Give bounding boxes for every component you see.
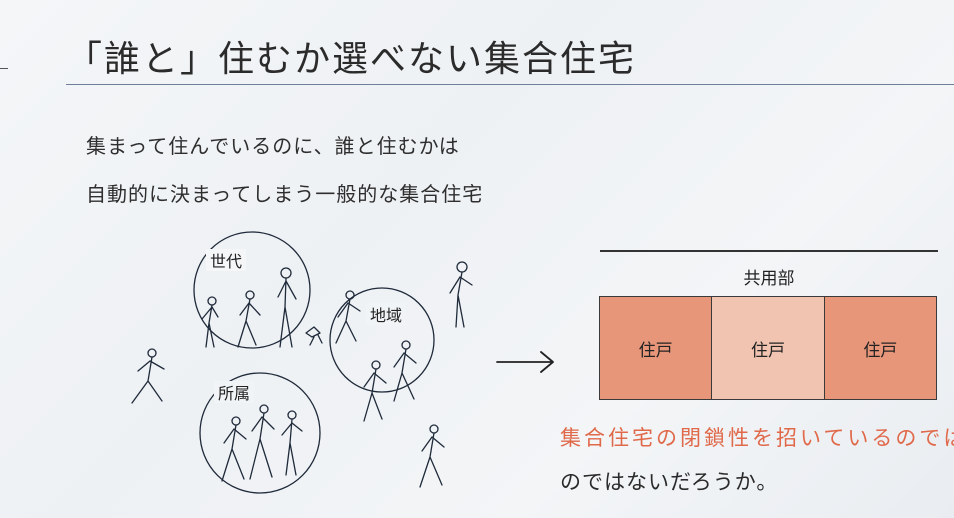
region-group-circle xyxy=(329,287,435,393)
common-area-label: 共用部 xyxy=(743,269,795,289)
generation-group-circle xyxy=(193,231,311,349)
group-label-affiliation: 所属 xyxy=(218,384,250,403)
person-figure xyxy=(393,340,417,402)
generation-label-bg xyxy=(206,249,246,271)
person-figure xyxy=(277,267,297,348)
people-groups-illustration: 世代 地域 所属 xyxy=(131,231,473,494)
dog-figure xyxy=(305,326,323,346)
group-label-region: 地域 xyxy=(370,306,402,325)
right-arrow-icon xyxy=(496,351,554,373)
region-label-bg xyxy=(366,303,406,325)
group-label-generation: 世代 xyxy=(210,252,242,271)
description-line-2: 自動的に決まってしまう一般的な集合住宅 xyxy=(86,182,484,206)
affiliation-group-circle xyxy=(199,372,321,494)
affiliation-label-bg xyxy=(214,381,254,403)
person-figure xyxy=(221,416,247,482)
person-figure xyxy=(249,404,275,480)
dwelling-unit: 住戸 xyxy=(824,297,936,399)
left-edge-tick xyxy=(0,68,8,69)
person-figure xyxy=(131,348,165,404)
question-line-1: 集合住宅の閉鎖性を招いているのではないだろうか。 xyxy=(560,426,954,450)
description-line-1: 集まって住んでいるのに、誰と住むかは xyxy=(86,134,460,158)
title-underline xyxy=(66,84,954,85)
page-title: 「誰と」住むか選べない集合住宅 xyxy=(66,39,637,80)
common-area-rule xyxy=(600,250,938,252)
person-figure xyxy=(281,410,303,476)
person-figure xyxy=(419,424,445,488)
person-figure xyxy=(449,261,473,328)
question-line-2: のではないだろうか。 xyxy=(560,470,779,494)
person-figure xyxy=(363,360,387,422)
person-figure xyxy=(335,290,361,344)
person-figure xyxy=(237,290,261,348)
dwelling-unit: 住戸 xyxy=(600,297,713,399)
dwelling-unit: 住戸 xyxy=(712,297,825,399)
person-figure xyxy=(201,296,219,348)
dwelling-units-row: 住戸 住戸 住戸 xyxy=(599,296,937,400)
